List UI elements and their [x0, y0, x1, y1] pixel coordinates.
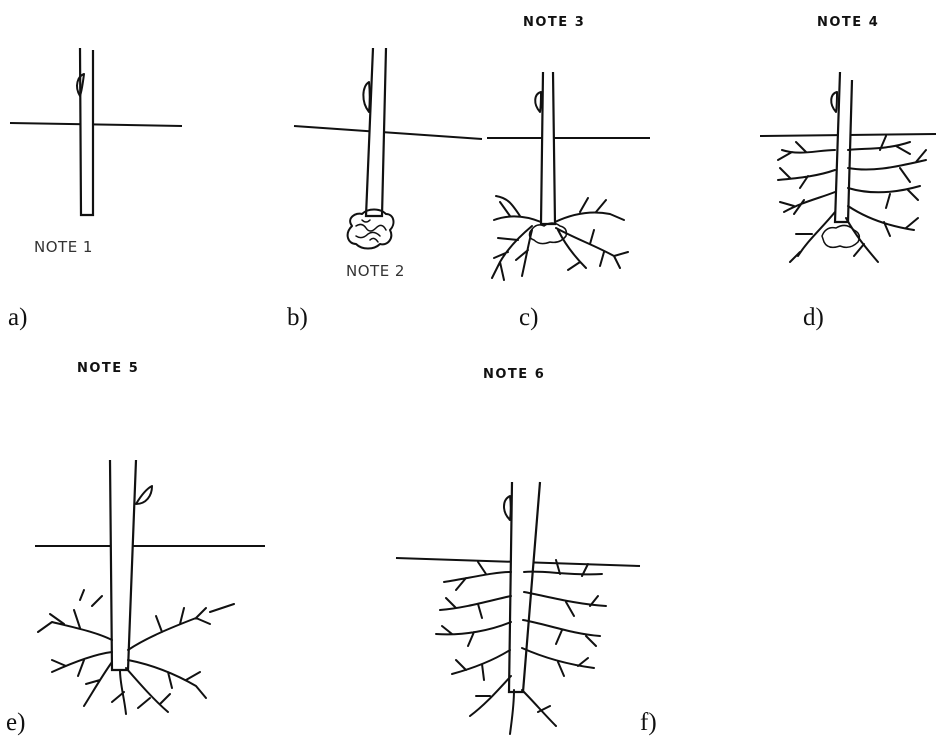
- note-label: NOTE 1: [34, 238, 93, 256]
- panel-c: NOTE 3 c): [487, 15, 650, 331]
- panel-label: b): [287, 304, 308, 331]
- trunk: [509, 482, 540, 692]
- roots: [778, 136, 926, 262]
- trunk: [366, 48, 386, 216]
- leaf-bud: [363, 82, 369, 112]
- note-label: NOTE 6: [483, 367, 545, 382]
- roots: [38, 590, 234, 714]
- ground-line: [294, 126, 482, 139]
- panel-a: NOTE 1 a): [8, 48, 182, 331]
- panel-label: d): [803, 304, 824, 331]
- trunk: [541, 72, 555, 224]
- trunk: [110, 460, 136, 670]
- leaf-bud: [831, 92, 837, 112]
- leaf-bud: [535, 92, 541, 112]
- root-ball: [822, 225, 859, 247]
- panel-f: NOTE 6 f): [396, 367, 657, 736]
- panel-d: NOTE 4 d): [760, 15, 936, 331]
- panel-label: a): [8, 304, 27, 331]
- trunk: [80, 48, 93, 215]
- note-label: NOTE 5: [77, 361, 139, 376]
- panel-b: NOTE 2 b): [287, 48, 482, 331]
- leaf-bud: [504, 496, 511, 520]
- roots: [492, 196, 628, 280]
- note-label: NOTE 3: [523, 15, 585, 30]
- root-ball-texture: [356, 220, 386, 242]
- panel-label: f): [640, 709, 657, 736]
- panel-label: e): [6, 709, 25, 736]
- panel-label: c): [519, 304, 538, 331]
- note-label: NOTE 2: [346, 262, 405, 280]
- leaf-bud: [136, 486, 152, 504]
- note-label: NOTE 4: [817, 15, 879, 30]
- ground-line: [10, 123, 182, 126]
- panel-e: NOTE 5 e): [6, 361, 265, 736]
- root-ball: [530, 223, 567, 244]
